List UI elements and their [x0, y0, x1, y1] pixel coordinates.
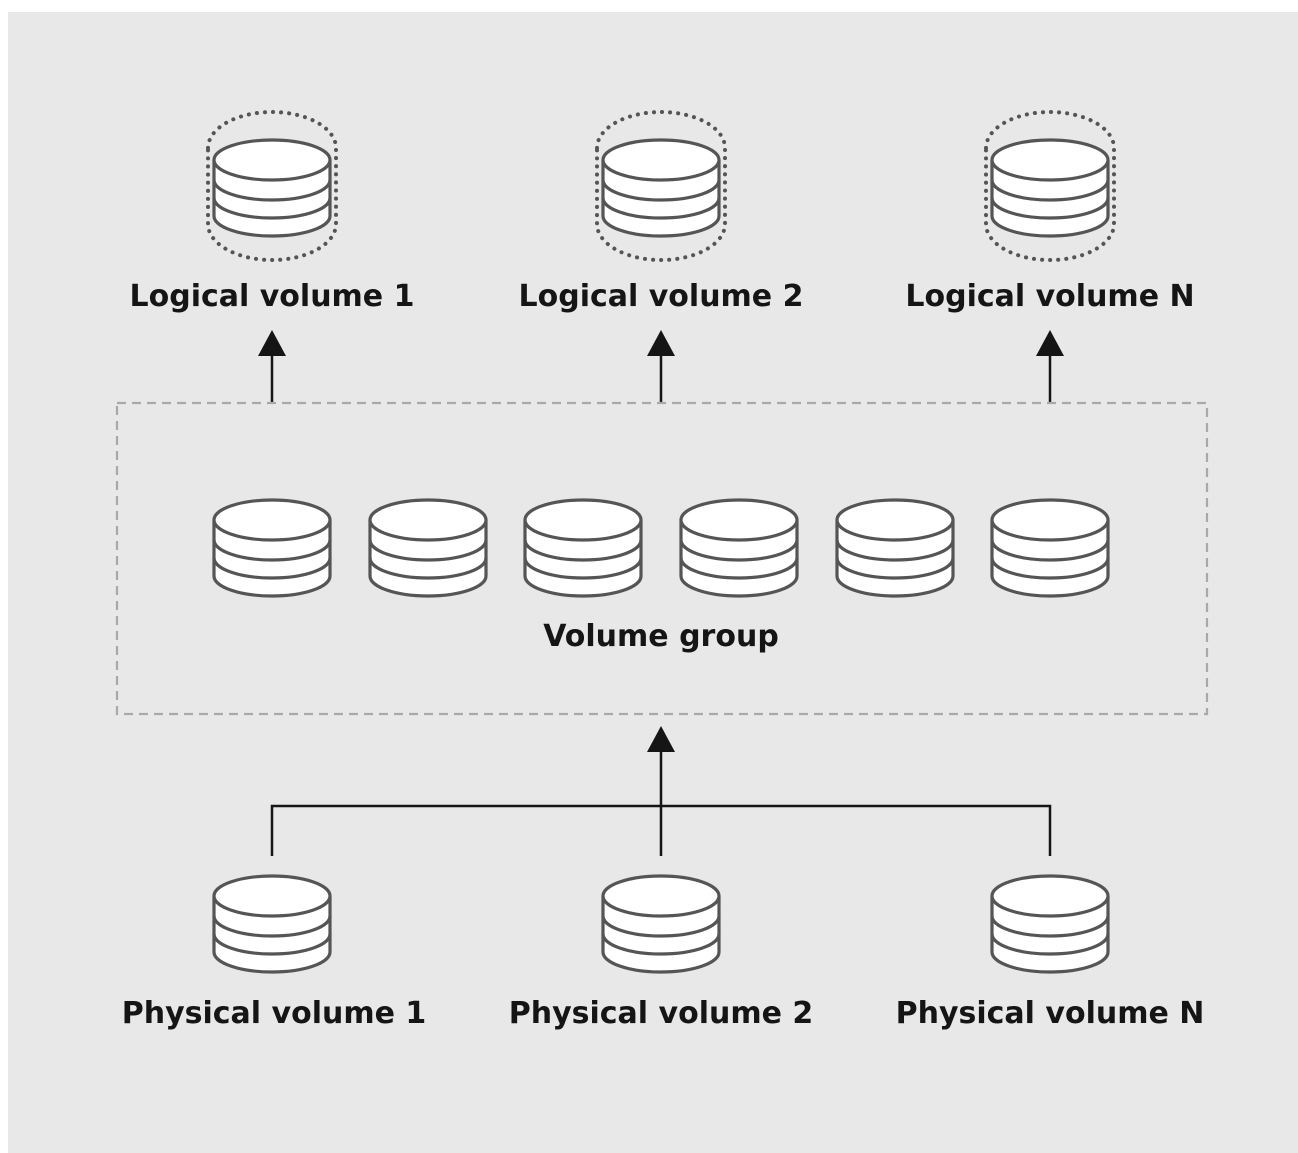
database-icon: [523, 498, 643, 598]
database-icon: [212, 874, 332, 974]
database-icon: [601, 874, 721, 974]
arrowhead-icon: [258, 330, 286, 356]
logical-volume-label: Logical volume N: [905, 279, 1194, 314]
logical-volume-2: Logical volume 2: [519, 110, 804, 314]
physical-volume-n: Physical volume N: [896, 874, 1205, 1031]
volume-group-border: [115, 401, 1209, 716]
physical-to-group-connector: [270, 726, 1052, 856]
physical-volume-2: Physical volume 2: [509, 874, 814, 1031]
physical-volume-label: Physical volume N: [896, 996, 1205, 1031]
arrowhead-icon: [647, 330, 675, 356]
database-icon: [679, 498, 799, 598]
arrow-to-logical-volume-n: [1036, 330, 1064, 403]
arrow-to-logical-volume-2: [647, 330, 675, 403]
physical-volume-1: Physical volume 1: [122, 874, 427, 1031]
database-icon: [212, 138, 332, 238]
database-icon: [368, 498, 488, 598]
logical-volume-label: Logical volume 1: [130, 279, 415, 314]
database-icon: [990, 874, 1110, 974]
database-icon: [990, 138, 1110, 238]
volume-group: Volume group: [115, 401, 1209, 716]
database-icon: [212, 498, 332, 598]
arrowhead-icon: [647, 726, 675, 752]
database-icon: [990, 498, 1110, 598]
physical-volume-label: Physical volume 1: [122, 996, 427, 1031]
arrowhead-icon: [1036, 330, 1064, 356]
logical-volume-n: Logical volume N: [905, 110, 1195, 314]
logical-volume-1: Logical volume 1: [130, 110, 415, 314]
arrow-to-logical-volume-1: [258, 330, 286, 403]
physical-volume-label: Physical volume 2: [509, 996, 814, 1031]
database-icon: [835, 498, 955, 598]
logical-volume-label: Logical volume 2: [519, 279, 804, 314]
volume-group-label: Volume group: [543, 619, 779, 654]
database-icon: [601, 138, 721, 238]
